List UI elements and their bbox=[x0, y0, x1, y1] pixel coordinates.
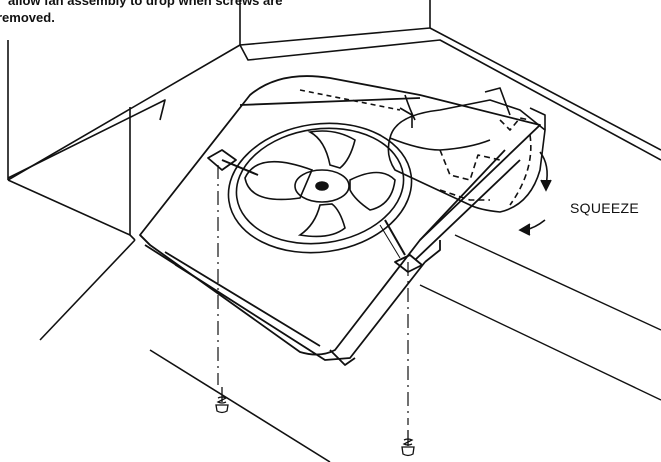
fan-hub-center bbox=[316, 182, 328, 190]
duct-collar bbox=[300, 88, 545, 212]
fan-blade bbox=[300, 204, 345, 236]
fan-blade bbox=[310, 131, 355, 168]
caption-line-1: allow fan assembly to drop when screws a… bbox=[8, 0, 283, 8]
squeeze-label: SQUEEZE bbox=[570, 200, 640, 216]
fan-blade bbox=[245, 162, 312, 200]
fan-hub bbox=[295, 170, 349, 202]
screw-lines bbox=[218, 165, 408, 425]
caption-line-2: removed. bbox=[0, 10, 55, 25]
arrow-head-down bbox=[541, 180, 551, 190]
arrow-head-left bbox=[520, 224, 530, 235]
fan-assembly bbox=[220, 112, 420, 264]
screw-left bbox=[216, 387, 228, 413]
fan-blade bbox=[350, 173, 395, 211]
screw-right bbox=[402, 430, 414, 456]
fan-mounting-plate bbox=[140, 76, 540, 365]
squeeze-arrows bbox=[520, 152, 551, 235]
caption: allow fan assembly to drop when screws a… bbox=[0, 0, 460, 40]
hood-right-edges bbox=[420, 235, 661, 400]
fan-shroud-outer bbox=[220, 112, 420, 264]
hood-housing bbox=[8, 0, 661, 462]
